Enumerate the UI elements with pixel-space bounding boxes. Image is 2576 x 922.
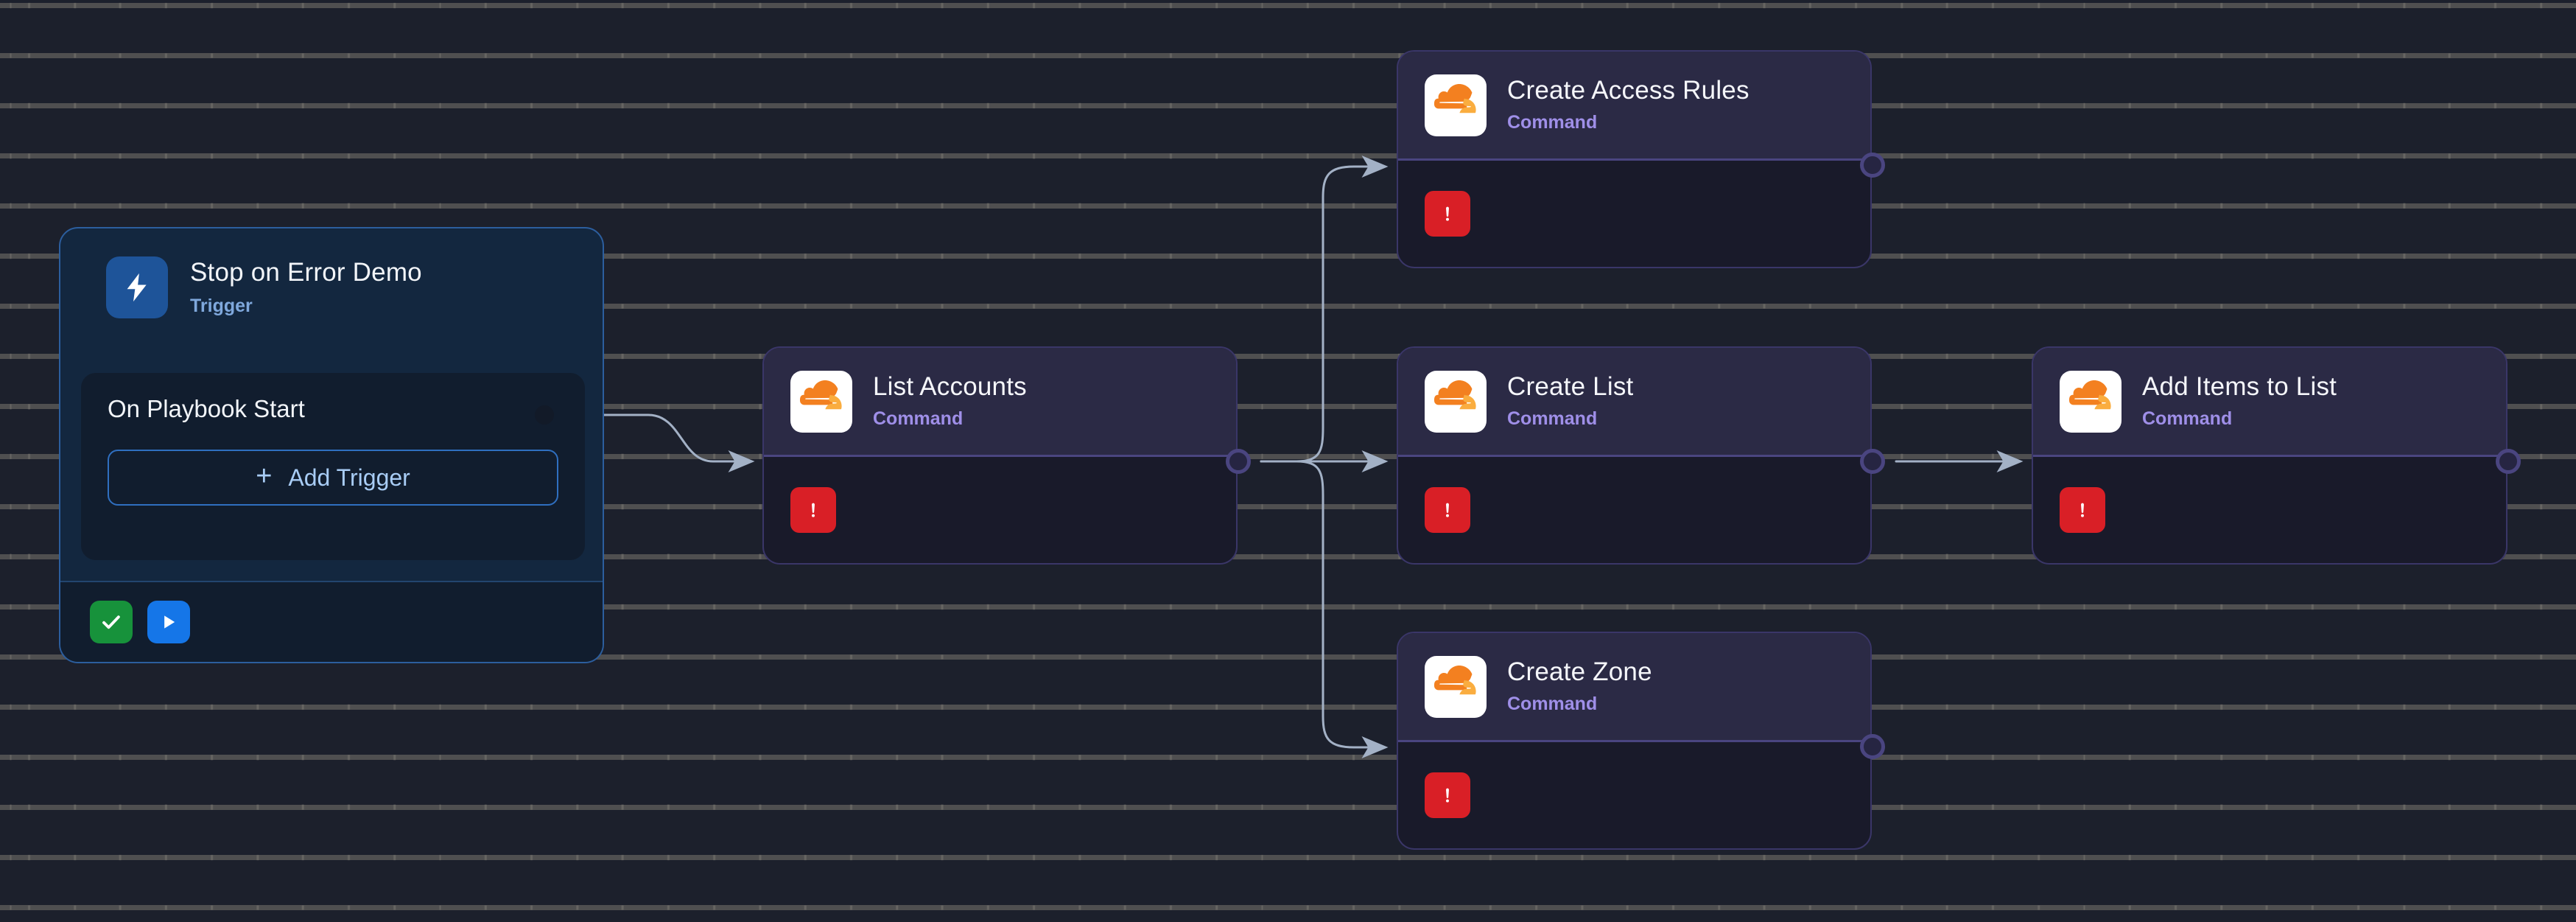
add-trigger-button[interactable]: + Add Trigger: [108, 450, 558, 506]
trigger-node[interactable]: Stop on Error Demo Trigger On Playbook S…: [59, 227, 604, 663]
cloudflare-icon: [2060, 370, 2121, 433]
output-port-create-access-rules[interactable]: [1860, 153, 1885, 178]
edge-list-accounts-to-create-access-rules: [1260, 156, 1389, 463]
validate-button[interactable]: [90, 601, 133, 643]
command-node-title: Create Zone: [1507, 657, 1652, 686]
command-node-subtitle: Command: [1507, 112, 1598, 133]
command-node-title: Create List: [1507, 371, 1634, 401]
command-node-subtitle: Command: [2142, 408, 2233, 430]
add-trigger-label: Add Trigger: [288, 464, 410, 491]
cloudflare-icon: [1425, 655, 1487, 718]
stop-on-error-badge[interactable]: [2060, 487, 2105, 533]
command-node-title: List Accounts: [873, 371, 1027, 401]
command-node-subtitle: Command: [1507, 408, 1598, 430]
output-port-create-list[interactable]: [1860, 449, 1885, 474]
cloudflare-icon: [790, 370, 852, 433]
command-node-title: Add Items to List: [2142, 371, 2337, 401]
command-node-body: [1398, 161, 1870, 267]
command-node-body: [764, 457, 1236, 563]
output-port-add-items-to-list[interactable]: [2496, 449, 2521, 474]
stop-on-error-badge[interactable]: [790, 487, 836, 533]
output-port-list-accounts[interactable]: [1226, 449, 1251, 474]
trigger-subtitle: Trigger: [190, 295, 253, 316]
cloudflare-icon: [1425, 74, 1487, 136]
command-node-body: [1398, 742, 1870, 848]
command-node-subtitle: Command: [873, 408, 964, 430]
command-node-body: [1398, 457, 1870, 563]
trigger-header: Stop on Error Demo Trigger: [60, 228, 603, 318]
stop-on-error-badge[interactable]: [1425, 191, 1470, 237]
cloudflare-icon: [1425, 370, 1487, 433]
plus-icon: +: [256, 461, 273, 492]
edge-list-accounts-to-create-zone: [1260, 460, 1389, 758]
trigger-output-port[interactable]: [535, 405, 554, 425]
lightning-bolt-icon: [106, 256, 168, 318]
command-node-body: [2033, 457, 2506, 563]
stop-on-error-badge[interactable]: [1425, 772, 1470, 818]
command-node-title: Create Access Rules: [1507, 75, 1749, 105]
trigger-title: Stop on Error Demo: [190, 258, 422, 287]
trigger-footer: [60, 581, 603, 662]
on-playbook-start-label: On Playbook Start: [108, 395, 305, 422]
stop-on-error-badge[interactable]: [1425, 487, 1470, 533]
command-node-subtitle: Command: [1507, 694, 1598, 715]
trigger-panel: On Playbook Start + Add Trigger: [81, 373, 585, 560]
output-port-create-zone[interactable]: [1860, 734, 1885, 759]
run-button[interactable]: [147, 601, 190, 643]
